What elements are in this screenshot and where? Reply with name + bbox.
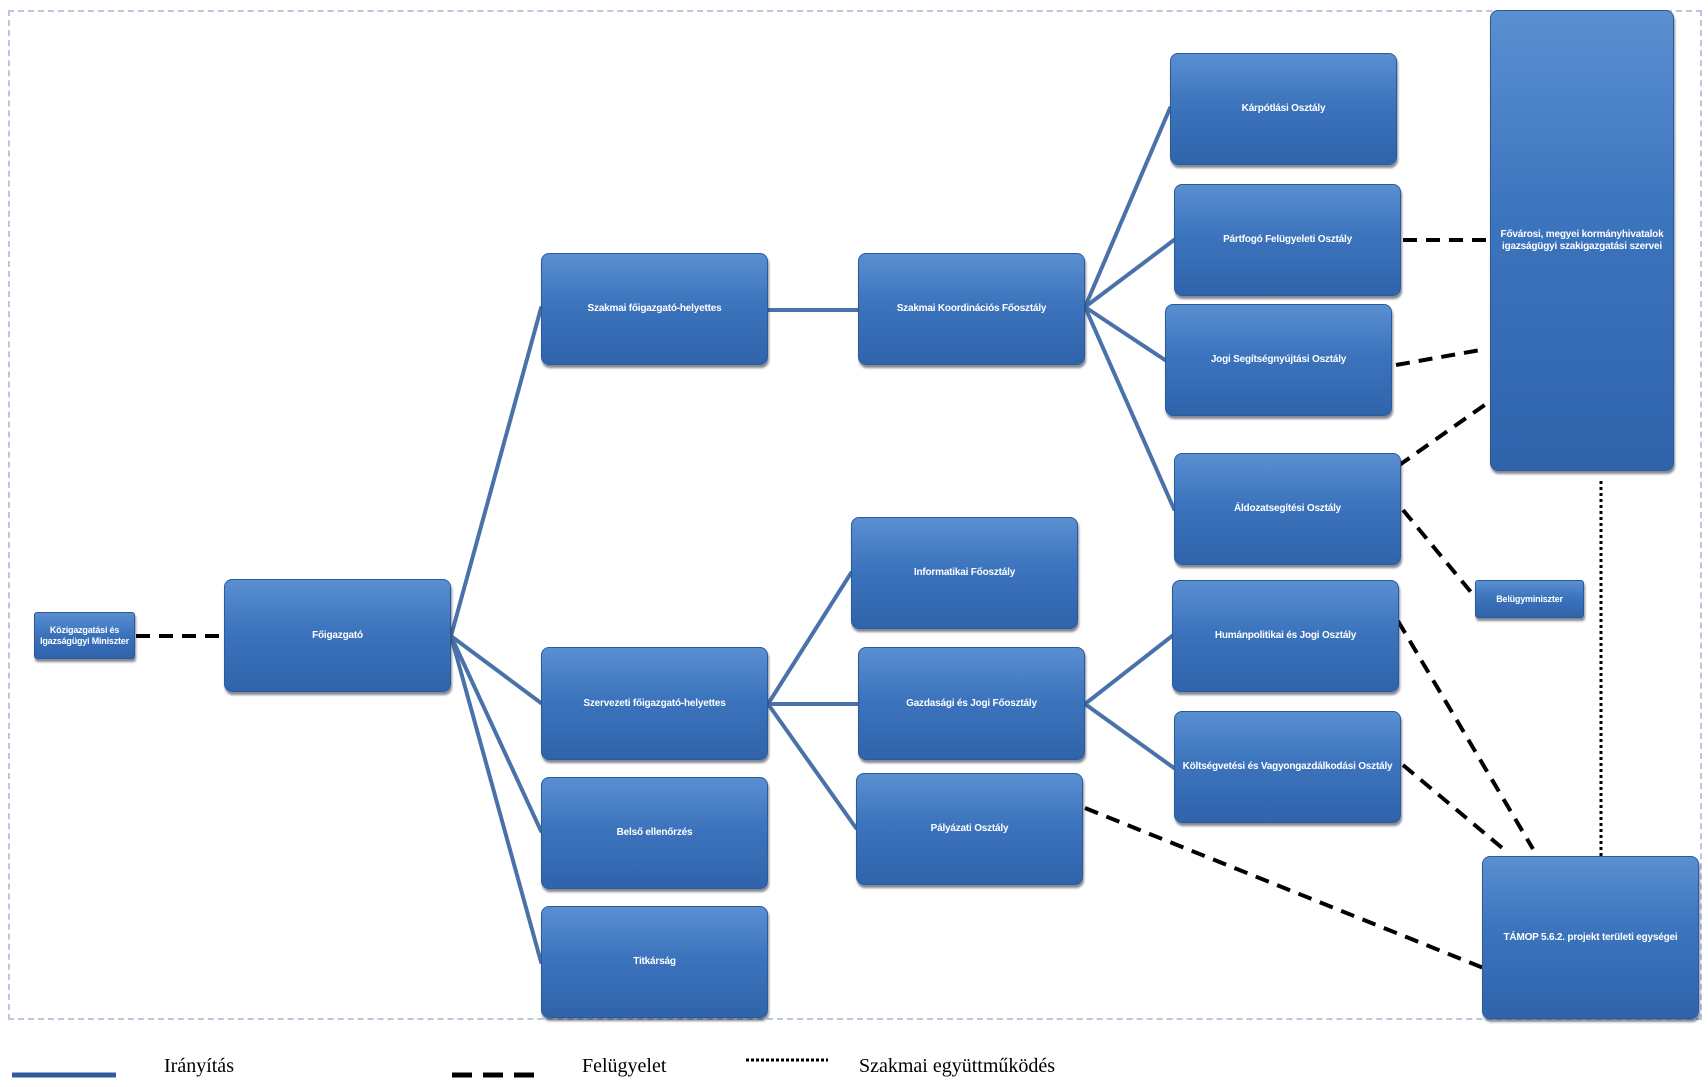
node-belso-ellenorzes: Belső ellenőrzés — [541, 777, 768, 889]
node-szakmai-koordinacios: Szakmai Koordinációs Főosztály — [858, 253, 1085, 365]
control-line — [1083, 634, 1174, 706]
control-line — [449, 634, 543, 833]
diagram-frame — [8, 10, 1702, 1020]
control-line — [766, 702, 858, 830]
node-gazdasagi-jogi: Gazdasági és Jogi Főosztály — [858, 647, 1085, 760]
control-line — [1083, 238, 1176, 309]
supervision-line — [1396, 619, 1535, 851]
node-miniszter: Közigazgatási és Igazságügyi Miniszter — [34, 612, 135, 659]
node-partfogo: Pártfogó Felügyeleti Osztály — [1174, 184, 1401, 296]
supervision-line — [1084, 806, 1487, 971]
node-titkarsag: Titkárság — [541, 906, 768, 1018]
legend-solid-line-sample — [12, 1072, 116, 1078]
control-line — [449, 634, 543, 964]
node-szervezeti-helyettes: Szervezeti főigazgató-helyettes — [541, 647, 768, 760]
control-line — [1083, 106, 1172, 309]
control-line — [1083, 305, 1176, 511]
legend-dotted-line-sample — [746, 1058, 828, 1062]
control-line — [1083, 702, 1176, 770]
supervision-line — [1396, 402, 1488, 468]
control-line — [449, 634, 543, 705]
supervision-line — [1395, 347, 1487, 367]
node-szakmai-helyettes: Szakmai főigazgató-helyettes — [541, 253, 768, 365]
control-line — [766, 571, 853, 706]
node-foigazgato: Főigazgató — [224, 579, 451, 692]
legend-felugyelet-label: Felügyelet — [582, 1055, 667, 1077]
node-humanpolitikai: Humánpolitikai és Jogi Osztály — [1172, 580, 1399, 692]
supervision-line — [1401, 508, 1477, 599]
legend-iranyitas-label: Irányítás — [164, 1055, 234, 1077]
supervision-line — [1401, 763, 1509, 854]
node-koltsegvetesi: Költségvetési és Vagyongazdálkodási Oszt… — [1174, 711, 1401, 823]
legend-szakmai-egyuttmukodes-label: Szakmai együttműködés — [859, 1055, 1056, 1077]
node-karpotlasi: Kárpótlási Osztály — [1170, 53, 1397, 165]
node-palyazati: Pályázati Osztály — [856, 773, 1083, 885]
control-line — [449, 306, 543, 638]
node-jogi-segitsegnyujtasi: Jogi Segítségnyújtási Osztály — [1165, 304, 1392, 416]
node-tamop: TÁMOP 5.6.2. projekt területi egységei — [1482, 856, 1699, 1019]
node-informatikai: Informatikai Főosztály — [851, 517, 1078, 629]
node-fovarosi: Fővárosi, megyei kormányhivatalok igazsá… — [1490, 10, 1674, 471]
node-aldozatsegitesi: Áldozatsegítési Osztály — [1174, 453, 1401, 565]
control-line — [1083, 305, 1167, 362]
node-belugyminiszter: Belügyminiszter — [1475, 580, 1584, 618]
legend-dashed-line-sample — [452, 1072, 545, 1078]
